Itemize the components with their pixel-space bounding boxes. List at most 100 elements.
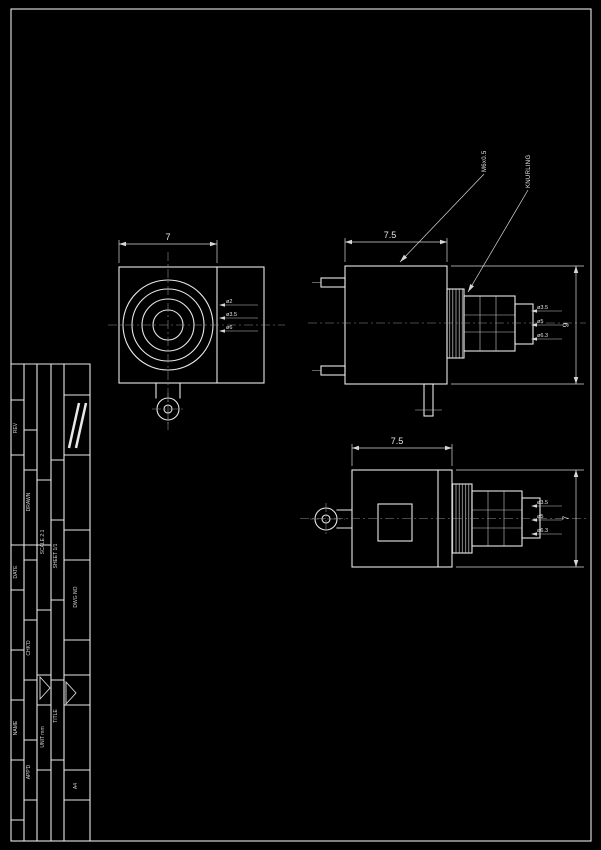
lug-neck <box>336 509 353 529</box>
front-diameter-callouts: ø2 ø3.5 ø6 <box>219 299 258 333</box>
arrowhead-icon <box>573 266 579 273</box>
dimension-text: 7 <box>562 515 571 520</box>
projection-angle-icon <box>39 675 51 701</box>
solder-pin <box>320 365 346 376</box>
diameter-label: ø3.5 <box>226 312 237 318</box>
knurled-collar <box>446 288 465 359</box>
arrowhead-icon <box>400 254 408 262</box>
arrowhead-icon <box>440 239 447 245</box>
callout-shelves <box>536 310 562 340</box>
front-mounting-lug <box>152 382 184 425</box>
arrowhead-icon <box>352 445 359 451</box>
side-leader-callouts: M6x0.5 KNURLING <box>399 150 532 293</box>
arrowhead-icon <box>445 445 452 451</box>
title-block-cell: SHEET 1/1 <box>53 543 59 568</box>
front-centerlines <box>108 252 285 430</box>
diameter-label: ø5 <box>537 319 543 325</box>
diameter-label: ø3.5 <box>537 500 548 506</box>
title-block-cell: CHK'D <box>26 640 32 656</box>
diameter-label: ø5 <box>537 514 543 520</box>
arrowhead-icon <box>531 532 537 536</box>
title-block-cell: DWG NO <box>73 586 79 607</box>
dimension-lines <box>118 240 218 263</box>
bottom-view: ø3.5 ø5 ø6.3 7.5 7 <box>300 436 586 568</box>
diameter-label: ø6 <box>226 325 232 331</box>
arrowhead-icon <box>219 303 225 307</box>
arrowhead-icon <box>468 284 474 292</box>
barrel-detail-lines <box>464 296 515 351</box>
sheet-border <box>10 8 592 842</box>
solder-pin <box>320 277 346 288</box>
arrowhead-icon <box>119 241 126 247</box>
lug-centerlines <box>310 503 345 535</box>
inner-detail-rect <box>377 503 413 542</box>
leader-line <box>399 173 485 263</box>
pin-centerline-ticks <box>312 282 321 371</box>
dimension-lines <box>351 444 453 466</box>
lug-centerlines <box>152 393 184 425</box>
barrel-tip <box>514 303 534 345</box>
dimension-text: 7.5 <box>391 436 404 446</box>
side-bottom-pin <box>415 383 442 417</box>
title-block-cell: NAME <box>13 720 19 735</box>
title-block-cell: DRAWN <box>26 492 32 511</box>
diameter-label: ø6.3 <box>537 333 548 339</box>
title-block-cell: APP'D <box>26 764 32 779</box>
callout-shelves <box>536 505 562 535</box>
side-view: ø3.5 ø5 ø6.3 7.5 9 M6x0.5 KNURLING <box>308 150 586 417</box>
title-block-cell: UNIT mm <box>40 726 46 747</box>
bottom-height-dimension: 7 <box>456 469 584 568</box>
dimension-text: 9 <box>562 322 571 327</box>
arrowhead-icon <box>531 518 537 522</box>
projection-angle-icon <box>65 680 77 706</box>
bottom-mounting-lug <box>310 503 353 535</box>
bottom-diameter-callouts: ø3.5 ø5 ø6.3 <box>531 500 562 536</box>
arrowhead-icon <box>531 337 537 341</box>
dimension-lines <box>456 469 584 568</box>
threaded-barrel <box>463 295 516 352</box>
title-block-cell: REV <box>13 422 19 433</box>
barrel-detail-lines <box>472 491 522 546</box>
arrowhead-icon <box>531 309 537 313</box>
title-block-cell: TITLE <box>53 709 59 723</box>
side-diameter-callouts: ø3.5 ø5 ø6.3 <box>531 305 562 341</box>
arrowhead-icon <box>531 504 537 508</box>
barrel-tip <box>521 497 541 539</box>
solder-pin <box>423 383 434 417</box>
front-body-outline <box>118 266 265 384</box>
title-block-cell: A4 <box>73 783 79 789</box>
side-height-dimension: 9 <box>451 265 584 385</box>
lug-neck <box>155 382 181 399</box>
front-width-dimension: 7 <box>118 232 218 263</box>
arrowhead-icon <box>219 329 225 333</box>
arrowhead-icon <box>573 470 579 477</box>
diameter-label: ø2 <box>226 299 232 305</box>
dimension-lines <box>451 265 584 385</box>
knurl-callout-label: KNURLING <box>526 155 532 188</box>
dimension-text: 7 <box>165 232 170 242</box>
side-bushing-assembly <box>446 288 534 359</box>
leader-line <box>467 189 529 293</box>
title-block: REV DATE NAME DRAWN CHK'D APP'D SCALE 2:… <box>10 363 91 842</box>
title-block-grid <box>10 363 91 842</box>
dimension-text: 7.5 <box>384 230 397 240</box>
side-length-dimension: 7.5 <box>344 230 448 262</box>
arrowhead-icon <box>219 316 225 320</box>
title-block-cell: DATE <box>13 565 19 579</box>
arrowhead-icon <box>210 241 217 247</box>
front-view: ø2 ø3.5 ø6 7 <box>108 232 285 430</box>
side-left-pins <box>312 277 346 376</box>
arrowhead-icon <box>573 560 579 567</box>
thread-callout-label: M6x0.5 <box>482 150 488 172</box>
arrowhead-icon <box>345 239 352 245</box>
side-body-outline <box>344 265 448 385</box>
diameter-label: ø3.5 <box>537 305 548 311</box>
threaded-barrel <box>471 490 523 547</box>
title-block-cell: SCALE 2:1 <box>40 529 46 554</box>
bottom-length-dimension: 7.5 <box>351 436 453 466</box>
arrowhead-icon <box>573 377 579 384</box>
arrowhead-icon <box>531 323 537 327</box>
dimension-lines <box>344 238 448 262</box>
callout-shelves <box>224 304 258 332</box>
